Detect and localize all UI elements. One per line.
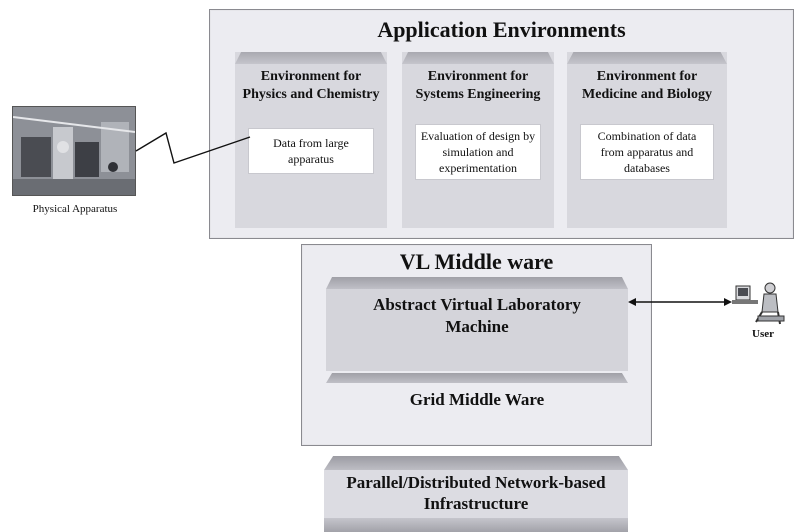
avlm-line2: Machine: [445, 317, 509, 336]
application-environments-title: Application Environments: [377, 17, 626, 42]
physical-apparatus-photo: [12, 106, 136, 196]
column-heading-line1: Environment for: [427, 69, 529, 84]
user-label: User: [752, 328, 774, 340]
box-line3: databases: [624, 161, 670, 175]
column-heading-line1: Environment for: [260, 69, 362, 84]
infrastructure-line2: Infrastructure: [423, 494, 529, 513]
environment-medicine-biology: Environment for Medicine and Biology Com…: [567, 52, 727, 228]
application-environments-panel: Application Environments Environment for…: [209, 9, 794, 239]
box-line2: simulation and: [442, 145, 514, 159]
environment-physics-chemistry: Environment for Physics and Chemistry Da…: [235, 52, 387, 228]
column-heading-line1: Environment for: [596, 69, 698, 84]
column-heading-line2: Systems Engineering: [415, 87, 541, 102]
systems-evaluation-box: Evaluation of design by simulation and e…: [415, 124, 541, 180]
infrastructure-line1: Parallel/Distributed Network-based: [346, 473, 606, 492]
grid-middleware-label: Grid Middle Ware: [409, 390, 545, 409]
box-line1: Evaluation of design by: [420, 129, 536, 143]
physics-data-box: Data from large apparatus: [248, 128, 374, 174]
vl-middleware-panel: VL Middle ware Abstract Virtual Laborato…: [301, 244, 652, 446]
box-line1: Data from large: [273, 136, 349, 150]
environment-systems-engineering: Environment for Systems Engineering Eval…: [402, 52, 554, 228]
user-icon: [732, 282, 785, 325]
column-heading-line2: Physics and Chemistry: [242, 87, 380, 102]
box-line1: Combination of data: [597, 129, 697, 143]
connection-zigzag: [135, 131, 251, 164]
medicine-combination-box: Combination of data from apparatus and d…: [580, 124, 714, 180]
box-line3: experimentation: [439, 161, 517, 175]
box-line2: apparatus: [288, 152, 334, 166]
box-line2: from apparatus and: [600, 145, 694, 159]
user-connection-arrow: [628, 298, 732, 306]
column-heading-line2: Medicine and Biology: [582, 87, 712, 102]
physical-apparatus-label: Physical Apparatus: [32, 203, 118, 215]
vl-middleware-title: VL Middle ware: [399, 249, 554, 274]
abstract-virtual-laboratory-machine: [326, 289, 628, 371]
apparatus-image: [13, 107, 135, 195]
infrastructure-block: [324, 470, 628, 526]
avlm-line1: Abstract Virtual Laboratory: [373, 295, 581, 314]
